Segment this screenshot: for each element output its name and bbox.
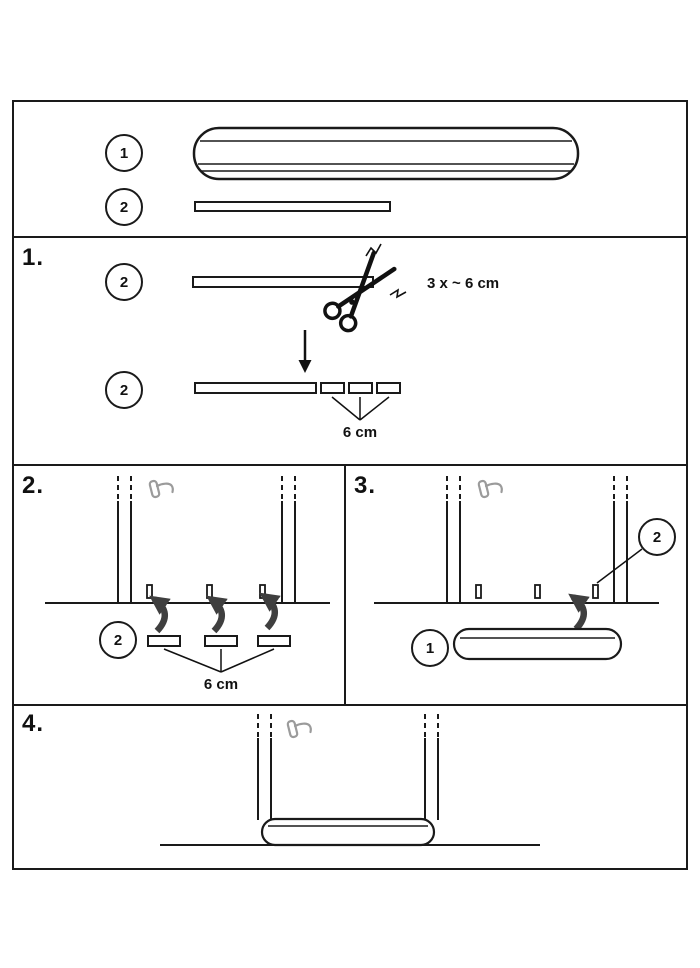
draft-excluder-graphic bbox=[192, 126, 580, 181]
part-1-badge: 1 bbox=[411, 629, 449, 667]
rotate-arrow-icon bbox=[149, 592, 281, 634]
door-handle-icon bbox=[286, 719, 312, 739]
divider-step3-step4 bbox=[12, 704, 688, 706]
part-2-badge: 2 bbox=[105, 188, 143, 226]
part-2-badge: 2 bbox=[105, 263, 143, 301]
part-2-badge: 2 bbox=[105, 371, 143, 409]
door-handle-icon bbox=[148, 479, 174, 499]
door-graphic bbox=[374, 476, 659, 604]
door-handle-icon bbox=[477, 479, 503, 499]
cut-spark-icon bbox=[365, 243, 382, 257]
step2-panel: 2. 2 6 cm bbox=[14, 466, 345, 704]
divider-step2-step3 bbox=[344, 464, 346, 706]
callout-line bbox=[596, 548, 643, 584]
scissors-icon bbox=[323, 250, 397, 333]
step3-graphics bbox=[374, 476, 659, 661]
part-2-badge: 2 bbox=[638, 518, 676, 556]
sealing-strip-graphic bbox=[194, 201, 391, 212]
installed-excluder-graphic bbox=[260, 817, 436, 847]
step3-panel: 3. 2 1 bbox=[346, 466, 686, 704]
part-1-badge: 1 bbox=[105, 134, 143, 172]
cut-spark-icon bbox=[389, 288, 407, 299]
step4-graphics bbox=[160, 714, 540, 847]
step1-panel: 1. 2 3 x ~ 6 cm 2 6 cm bbox=[14, 238, 686, 464]
step-1-label: 1. bbox=[22, 244, 45, 271]
piece-length-label: 6 cm bbox=[203, 676, 239, 693]
cut-pieces-graphic bbox=[194, 382, 401, 394]
rotate-arrow-icon bbox=[568, 593, 590, 632]
parts-graphics bbox=[192, 126, 580, 212]
divider-step1-step2 bbox=[12, 464, 688, 466]
step-2-label: 2. bbox=[22, 472, 45, 499]
step4-panel: 4. bbox=[14, 706, 686, 868]
step-3-label: 3. bbox=[354, 472, 377, 499]
fan-lines bbox=[163, 648, 275, 673]
clip-graphic bbox=[475, 584, 599, 599]
door-graphic bbox=[257, 714, 439, 820]
door-graphic bbox=[45, 476, 330, 604]
part-2-badge: 2 bbox=[99, 621, 137, 659]
piece-length-label: 6 cm bbox=[342, 424, 378, 441]
step-4-label: 4. bbox=[22, 710, 45, 737]
sealing-strip-graphic bbox=[192, 276, 374, 288]
step2-graphics bbox=[45, 476, 330, 673]
draft-excluder-graphic bbox=[452, 627, 623, 661]
arrow-down-icon bbox=[298, 330, 312, 373]
parts-panel: 1 2 bbox=[14, 102, 686, 236]
fan-lines bbox=[331, 396, 390, 421]
cut-dimension-label: 3 x ~ 6 cm bbox=[427, 275, 500, 292]
step1-graphics bbox=[192, 243, 407, 421]
divider-parts-step1 bbox=[12, 236, 688, 238]
clip-graphic bbox=[146, 584, 266, 599]
sheet-border bbox=[12, 100, 688, 870]
strip-pieces-graphic bbox=[147, 635, 291, 647]
